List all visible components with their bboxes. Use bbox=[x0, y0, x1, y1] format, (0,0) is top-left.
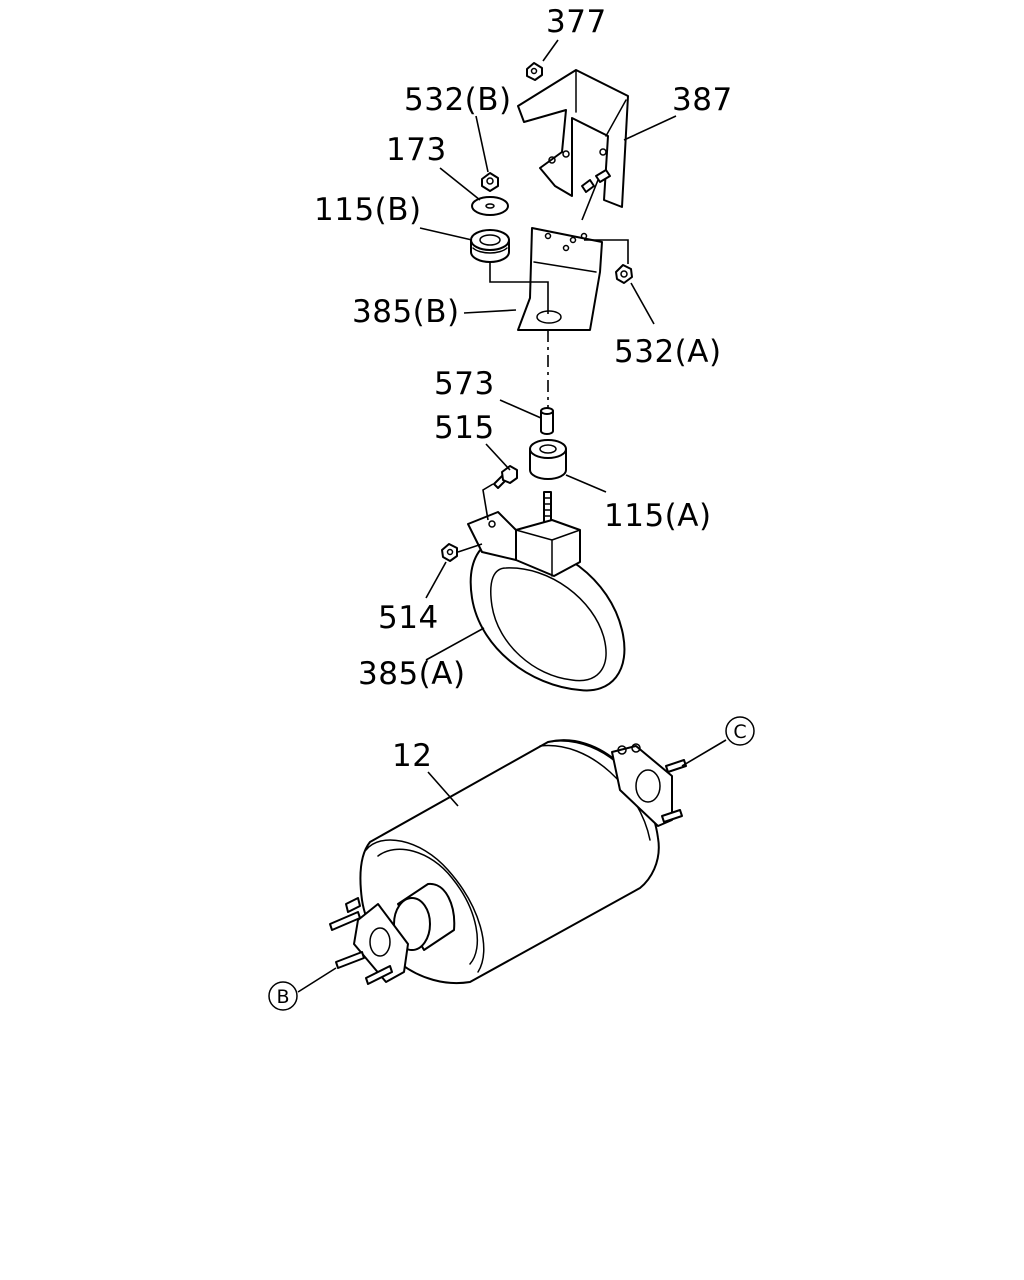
cushion-115a bbox=[529, 439, 567, 480]
reference-c-letter: C bbox=[733, 721, 746, 743]
label-515: 515 bbox=[434, 410, 495, 446]
nut-532a bbox=[615, 264, 633, 284]
label-387: 387 bbox=[672, 82, 733, 118]
label-532b: 532(B) bbox=[404, 82, 512, 118]
bracket-387 bbox=[517, 69, 629, 208]
label-173: 173 bbox=[386, 132, 447, 168]
label-115b: 115(B) bbox=[314, 192, 422, 228]
label-573: 573 bbox=[434, 366, 495, 402]
bracket-385b bbox=[517, 227, 603, 331]
label-385b: 385(B) bbox=[352, 294, 460, 330]
clamp-band-385a bbox=[467, 511, 626, 692]
cushion-115b bbox=[470, 229, 510, 263]
reference-marker-b: B bbox=[268, 981, 298, 1011]
reference-marker-c: C bbox=[725, 716, 755, 746]
bolt-515 bbox=[493, 465, 518, 489]
leader-lines bbox=[297, 39, 727, 993]
label-532a: 532(A) bbox=[614, 334, 722, 370]
spacer-573 bbox=[540, 407, 554, 435]
label-115a: 115(A) bbox=[604, 498, 712, 534]
nut-532b bbox=[481, 172, 499, 192]
nut-514 bbox=[441, 543, 458, 562]
nut-377 bbox=[526, 62, 543, 81]
label-385a: 385(A) bbox=[358, 656, 466, 692]
label-514: 514 bbox=[378, 600, 439, 636]
reference-b-letter: B bbox=[276, 986, 289, 1008]
label-377: 377 bbox=[546, 4, 607, 40]
label-12: 12 bbox=[392, 738, 432, 774]
muffler-12 bbox=[329, 739, 687, 985]
washer-173 bbox=[471, 196, 509, 216]
